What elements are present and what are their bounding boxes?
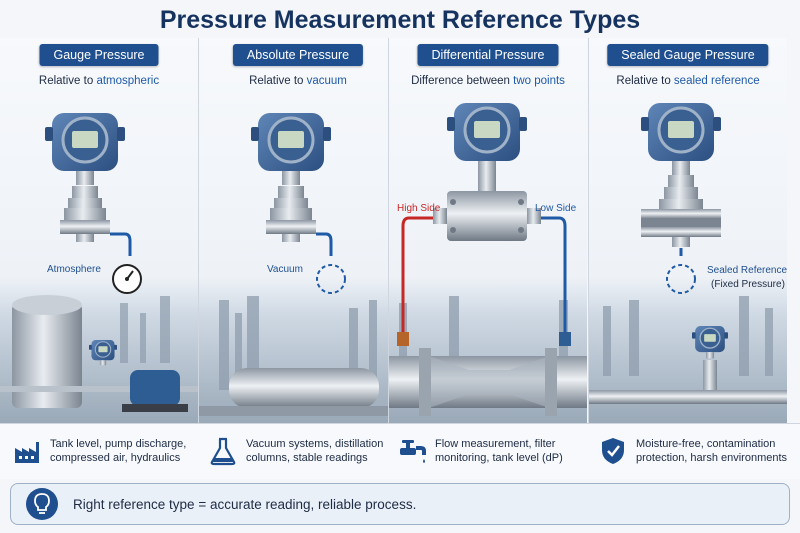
factory-icon	[15, 442, 39, 463]
sealed-flange-bottom	[641, 227, 721, 237]
sealed-gauge-pressure-illustration	[589, 101, 787, 404]
gauge-pressure-description: Relative to atmospheric	[38, 75, 160, 87]
high-side-impulse-line	[401, 216, 433, 338]
absolute-uses-line-1: Vacuum systems, distillation	[246, 438, 384, 450]
differential-uses-line-1: Flow measurement, filter	[435, 438, 556, 450]
absolute-pressure-panel: Absolute Pressure Relative to vacuum Vac…	[199, 38, 397, 423]
vacuum-reference-icon	[316, 264, 346, 294]
sealed-flange-top	[641, 209, 721, 219]
gauge-uses-line-2: compressed air, hydraulics	[50, 452, 181, 464]
absolute-pressure-illustration	[199, 111, 397, 416]
sealed-reference-icon	[666, 264, 696, 294]
absolute-applications: Vacuum systems, distillation columns, sta…	[208, 430, 383, 472]
dp-manifold-body	[447, 191, 527, 241]
pump-motor	[130, 370, 180, 406]
absolute-pressure-title: Absolute Pressure	[232, 44, 364, 66]
differential-pressure-panel: Differential Pressure Difference between…	[389, 38, 587, 423]
absolute-uses-line-2: columns, stable readings	[246, 452, 368, 464]
sealed-gauge-pressure-title: Sealed Gauge Pressure	[607, 44, 769, 66]
low-side-label: Low Side	[535, 203, 577, 214]
gauge-pressure-illustration	[0, 111, 198, 412]
gauge-applications: Tank level, pump discharge, compressed ai…	[12, 430, 186, 472]
storage-tank	[12, 303, 82, 408]
flask-icon	[210, 437, 236, 466]
process-pipe	[589, 390, 787, 404]
sealed-gauge-pressure-panel: Sealed Gauge Pressure Relative to sealed…	[589, 38, 787, 423]
vacuum-label: Vacuum	[267, 264, 303, 275]
sealed-reference-label: Sealed Reference	[707, 265, 787, 276]
fixed-pressure-label: (Fixed Pressure)	[711, 279, 785, 290]
differential-uses-line-2: monitoring, tank level (dP)	[435, 452, 563, 464]
sealed-gauge-pressure-description: Relative to sealed reference	[616, 75, 760, 87]
atmosphere-label: Atmosphere	[47, 264, 101, 275]
faucet-icon	[400, 440, 426, 463]
shield-icon	[602, 438, 624, 464]
lightbulb-icon	[26, 488, 58, 520]
high-side-label: High Side	[397, 203, 441, 214]
differential-pressure-title: Differential Pressure	[417, 44, 559, 66]
sealed-applications: Moisture-free, contamination protection, …	[598, 430, 787, 472]
tip-text: Right reference type = accurate reading,…	[73, 496, 417, 512]
gauge-pressure-title: Gauge Pressure	[39, 44, 159, 66]
gauge-pressure-panel: Gauge Pressure Relative to atmospheric A…	[0, 38, 198, 423]
differential-pressure-description: Difference between two points	[411, 75, 565, 87]
low-side-impulse-line	[541, 216, 567, 338]
absolute-pressure-description: Relative to vacuum	[249, 75, 347, 87]
gauge-uses-line-1: Tank level, pump discharge,	[50, 438, 187, 450]
page-title: Pressure Measurement Reference Types	[159, 6, 641, 34]
horizontal-vessel	[229, 368, 379, 408]
sealed-uses-line-1: Moisture-free, contamination	[636, 438, 776, 450]
tip-banner: Right reference type = accurate reading,…	[10, 483, 790, 525]
differential-pressure-illustration	[389, 101, 587, 416]
differential-applications: Flow measurement, filter monitoring, tank…	[397, 430, 563, 472]
venturi-section	[429, 356, 549, 408]
sealed-uses-line-2: protection, harsh environments	[636, 452, 788, 464]
